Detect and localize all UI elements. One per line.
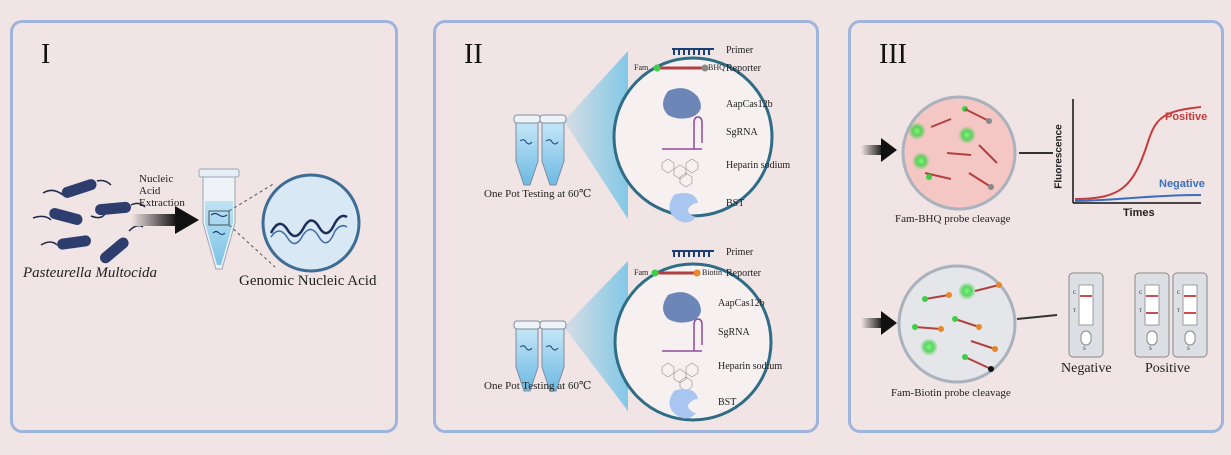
- bst-label: BST: [726, 198, 745, 209]
- genomic-label: Genomic Nucleic Acid: [239, 273, 377, 289]
- lateral-flow-strip-negative: [1068, 272, 1104, 358]
- panel-detection: III: [848, 20, 1224, 433]
- connector-line: [1016, 314, 1058, 320]
- positive-series-label: Positive: [1165, 111, 1208, 123]
- bst-icon: [669, 193, 698, 223]
- reporter-fam-bhq-icon: [653, 64, 709, 72]
- cas12b-label: AapCas12b: [726, 99, 773, 110]
- heparin-label: Heparin sodium: [718, 361, 783, 372]
- reporter-biotin-label: Biotin: [702, 268, 723, 277]
- primer-icon: [672, 250, 714, 257]
- extraction-label-line: Acid: [139, 185, 161, 197]
- control-mark: C: [1177, 291, 1181, 296]
- heparin-molecule-icon: [661, 362, 699, 392]
- reporter-label: Reporter: [726, 63, 761, 74]
- chart-xlabel: Times: [1123, 207, 1155, 219]
- control-mark: C: [1073, 291, 1077, 296]
- arrow-icon: [861, 311, 897, 335]
- sgrna-icon: [662, 116, 703, 150]
- test-mark: T: [1073, 309, 1077, 314]
- biotin-caption: Fam-Biotin probe cleavage: [891, 387, 1011, 399]
- dna-zoom-icon: [261, 173, 361, 273]
- cas12b-icon: [663, 88, 701, 119]
- primer-icon: [672, 48, 714, 55]
- panel-number: I: [41, 39, 51, 70]
- reporter-label: Reporter: [726, 268, 761, 279]
- biotin-cleavage-icon: [897, 264, 1017, 384]
- sample-mark: S: [1187, 347, 1190, 352]
- reporter-fam-biotin-icon: [651, 269, 701, 277]
- bhq-cleavage-icon: [901, 95, 1017, 211]
- organism-label: Pasteurella Multocida: [23, 265, 158, 281]
- primer-label: Primer: [726, 45, 754, 56]
- negative-strip-label: Negative: [1061, 361, 1112, 376]
- extraction-label: Nucleic Acid Extraction: [139, 173, 185, 209]
- negative-series-label: Negative: [1159, 178, 1205, 190]
- fluorescence-chart: [1072, 99, 1202, 204]
- reporter-fam-label: Fam: [634, 63, 649, 72]
- arrow-icon: [861, 138, 897, 162]
- extraction-label-line: Nucleic: [139, 173, 174, 185]
- extraction-label-line: Extraction: [139, 197, 185, 209]
- sample-mark: S: [1149, 347, 1152, 352]
- tube-pair-icon: [513, 114, 567, 186]
- chart-ylabel: Fluorescence: [1053, 124, 1065, 189]
- cas12b-label: AapCas12b: [718, 298, 765, 309]
- tube-icon: [198, 168, 240, 270]
- sample-mark: S: [1083, 347, 1086, 352]
- reporter-fam-label: Fam: [634, 268, 649, 277]
- arrow-icon: [131, 206, 199, 234]
- sgrna-icon: [662, 318, 703, 352]
- reporter-bhq-label: BHQ: [708, 63, 725, 72]
- lateral-flow-strip-positive: [1134, 272, 1170, 358]
- lateral-flow-strip-positive: [1172, 272, 1208, 358]
- test-mark: T: [1139, 309, 1143, 314]
- bhq-caption: Fam-BHQ probe cleavage: [895, 213, 1011, 225]
- detection-illustration: [861, 95, 1208, 384]
- sgrna-label: SgRNA: [718, 327, 750, 338]
- testing-label: One Pot Testing at 60℃: [484, 380, 592, 392]
- panel-number: III: [879, 39, 907, 70]
- positive-strip-label: Positive: [1145, 361, 1191, 376]
- bacteria-icon: [32, 179, 146, 264]
- panel-extraction: I: [10, 20, 398, 433]
- cas12b-icon: [663, 292, 701, 323]
- bst-label: BST: [718, 397, 737, 408]
- tube-pair-icon: [513, 320, 567, 392]
- test-mark: T: [1177, 309, 1181, 314]
- bottom-reaction: [513, 250, 773, 422]
- panel-one-pot: II: [433, 20, 819, 433]
- top-reaction: [513, 48, 774, 223]
- control-mark: C: [1139, 291, 1143, 296]
- testing-label: One Pot Testing at 60℃: [484, 188, 592, 200]
- positive-curve: [1074, 106, 1202, 200]
- zoom-lines: [228, 182, 276, 268]
- bst-icon: [669, 389, 698, 419]
- panel-number: II: [464, 39, 483, 70]
- one-pot-illustration: [513, 48, 774, 422]
- primer-label: Primer: [726, 247, 754, 258]
- extraction-illustration: [32, 168, 361, 273]
- sgrna-label: SgRNA: [726, 127, 758, 138]
- heparin-label: Heparin sodium: [726, 160, 791, 171]
- heparin-molecule-icon: [661, 158, 699, 188]
- negative-curve: [1074, 194, 1202, 202]
